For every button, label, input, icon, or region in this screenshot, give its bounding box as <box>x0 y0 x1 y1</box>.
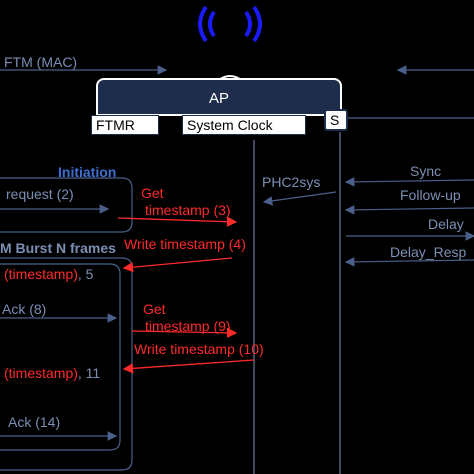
s-block: S <box>324 109 348 131</box>
ack8-label: Ack (8) <box>2 301 47 317</box>
wifi-icon <box>198 5 262 43</box>
arrow-write-timestamp-10 <box>122 359 255 374</box>
ack14-label: Ack (14) <box>8 414 61 430</box>
arrow-delay-resp <box>344 257 474 267</box>
timestamp-5-text: (timestamp) <box>4 266 78 282</box>
arrow-phc2sys <box>262 191 337 206</box>
ftmr-block: FTMR <box>91 115 159 135</box>
arrow-write-timestamp-4 <box>122 257 233 273</box>
arrow-get-timestamp-9 <box>131 327 238 339</box>
timestamp-11-label: (timestamp), 11 <box>4 365 100 381</box>
bracket-burst-inner <box>0 263 121 451</box>
bracket-initiation <box>0 177 133 233</box>
ftm-mac-label: FTM (MAC) <box>4 54 78 70</box>
get-timestamp-9-line2: timestamp (9) <box>145 318 231 334</box>
sync-label: Sync <box>410 163 442 179</box>
write-timestamp-10-label: Write timestamp (10) <box>134 341 264 357</box>
ap-box: AP <box>96 78 342 116</box>
bracket-burst <box>0 257 133 471</box>
timestamp-5-label: (timestamp), 5 <box>4 266 93 282</box>
system-clock-block: System Clock <box>182 115 306 135</box>
delay-label: Delay <box>428 216 464 232</box>
burst-label: M Burst N frames <box>0 240 116 256</box>
get-timestamp-9-line1: Get <box>143 301 166 317</box>
arrow-sync <box>344 177 474 187</box>
get-timestamp-3-line1: Get <box>141 185 164 201</box>
phc2sys-label: PHC2sys <box>262 174 321 190</box>
get-timestamp-3-line2: timestamp (3) <box>145 202 231 218</box>
initiation-label: Initiation <box>58 164 117 180</box>
ap-title: AP <box>208 90 229 107</box>
write-timestamp-4-label: Write timestamp (4) <box>124 236 246 252</box>
arrow-follow-up <box>344 205 474 215</box>
request-label: request (2) <box>6 186 74 202</box>
timestamp-11-suffix: , 11 <box>77 365 101 381</box>
follow-up-label: Follow-up <box>400 187 461 203</box>
delay-resp-label: Delay_Resp <box>390 244 467 260</box>
timestamp-11-text: (timestamp) <box>4 365 78 381</box>
timestamp-5-suffix: , 5 <box>77 266 94 282</box>
arrow-get-timestamp-3 <box>117 216 238 227</box>
